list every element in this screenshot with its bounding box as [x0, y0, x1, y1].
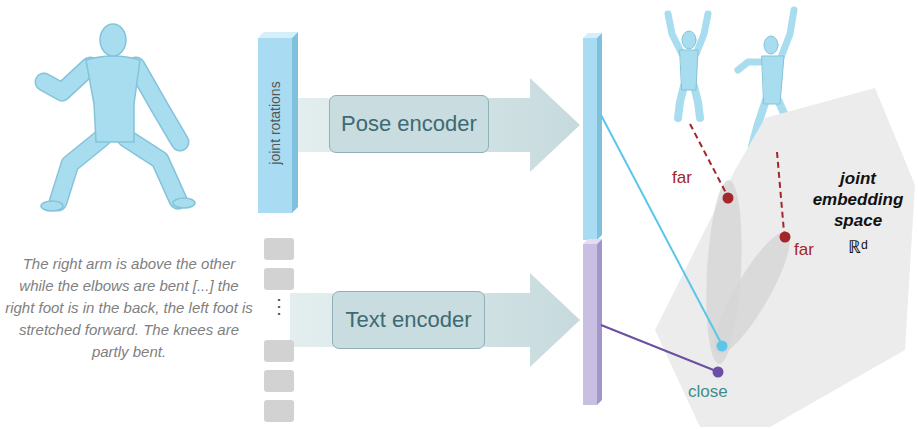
text-link: [601, 325, 716, 371]
distance-label: far: [794, 240, 814, 260]
bar-side: [292, 32, 298, 213]
caption-text: The right arm is above the other while t…: [5, 253, 253, 363]
bar-label: joint rotations: [267, 81, 283, 164]
bar-front: [258, 38, 292, 213]
space-symbol: ℝᵈ: [848, 235, 868, 259]
encoder-label: Text encoder: [346, 307, 472, 333]
region-outline: [655, 88, 915, 427]
embedding-bar: [597, 33, 602, 240]
flow-arrow: [290, 273, 580, 367]
far-link: [777, 152, 784, 232]
encoder-box: Text encoder: [332, 291, 485, 349]
pose-point: [717, 341, 728, 352]
encoder-label: Pose encoder: [341, 111, 477, 137]
token-square: [264, 340, 294, 362]
feature-bar: joint rotations: [258, 32, 298, 213]
neighborhood-ellipse: [702, 179, 746, 365]
ellipsis-mark: ⋮: [266, 294, 292, 318]
embedding-bar: [583, 38, 597, 240]
neighborhood-ellipse: [702, 224, 801, 362]
pose-link: [601, 115, 721, 343]
bar-top: [258, 32, 298, 38]
region-text: joint embedding spaceℝᵈ: [808, 168, 908, 259]
token-square: [264, 400, 294, 422]
far-point: [723, 193, 734, 204]
text-point: [713, 367, 724, 378]
far-point: [780, 232, 791, 243]
token-square: [264, 370, 294, 392]
distance-label: close: [688, 382, 728, 402]
token-square: [264, 268, 294, 290]
human-figure: [41, 24, 195, 211]
region-title: joint embedding space: [808, 168, 908, 231]
embedding-bar: [597, 239, 602, 405]
encoder-box: Pose encoder: [329, 95, 489, 153]
distance-label: far: [672, 168, 692, 188]
flow-arrow: [290, 78, 580, 172]
region-shape: [640, 85, 918, 429]
embedding-region: joint embedding spaceℝᵈ: [640, 85, 918, 429]
human-figure: [668, 14, 708, 118]
token-square: [264, 238, 294, 260]
far-link: [690, 124, 726, 193]
embedding-bar: [583, 244, 597, 405]
